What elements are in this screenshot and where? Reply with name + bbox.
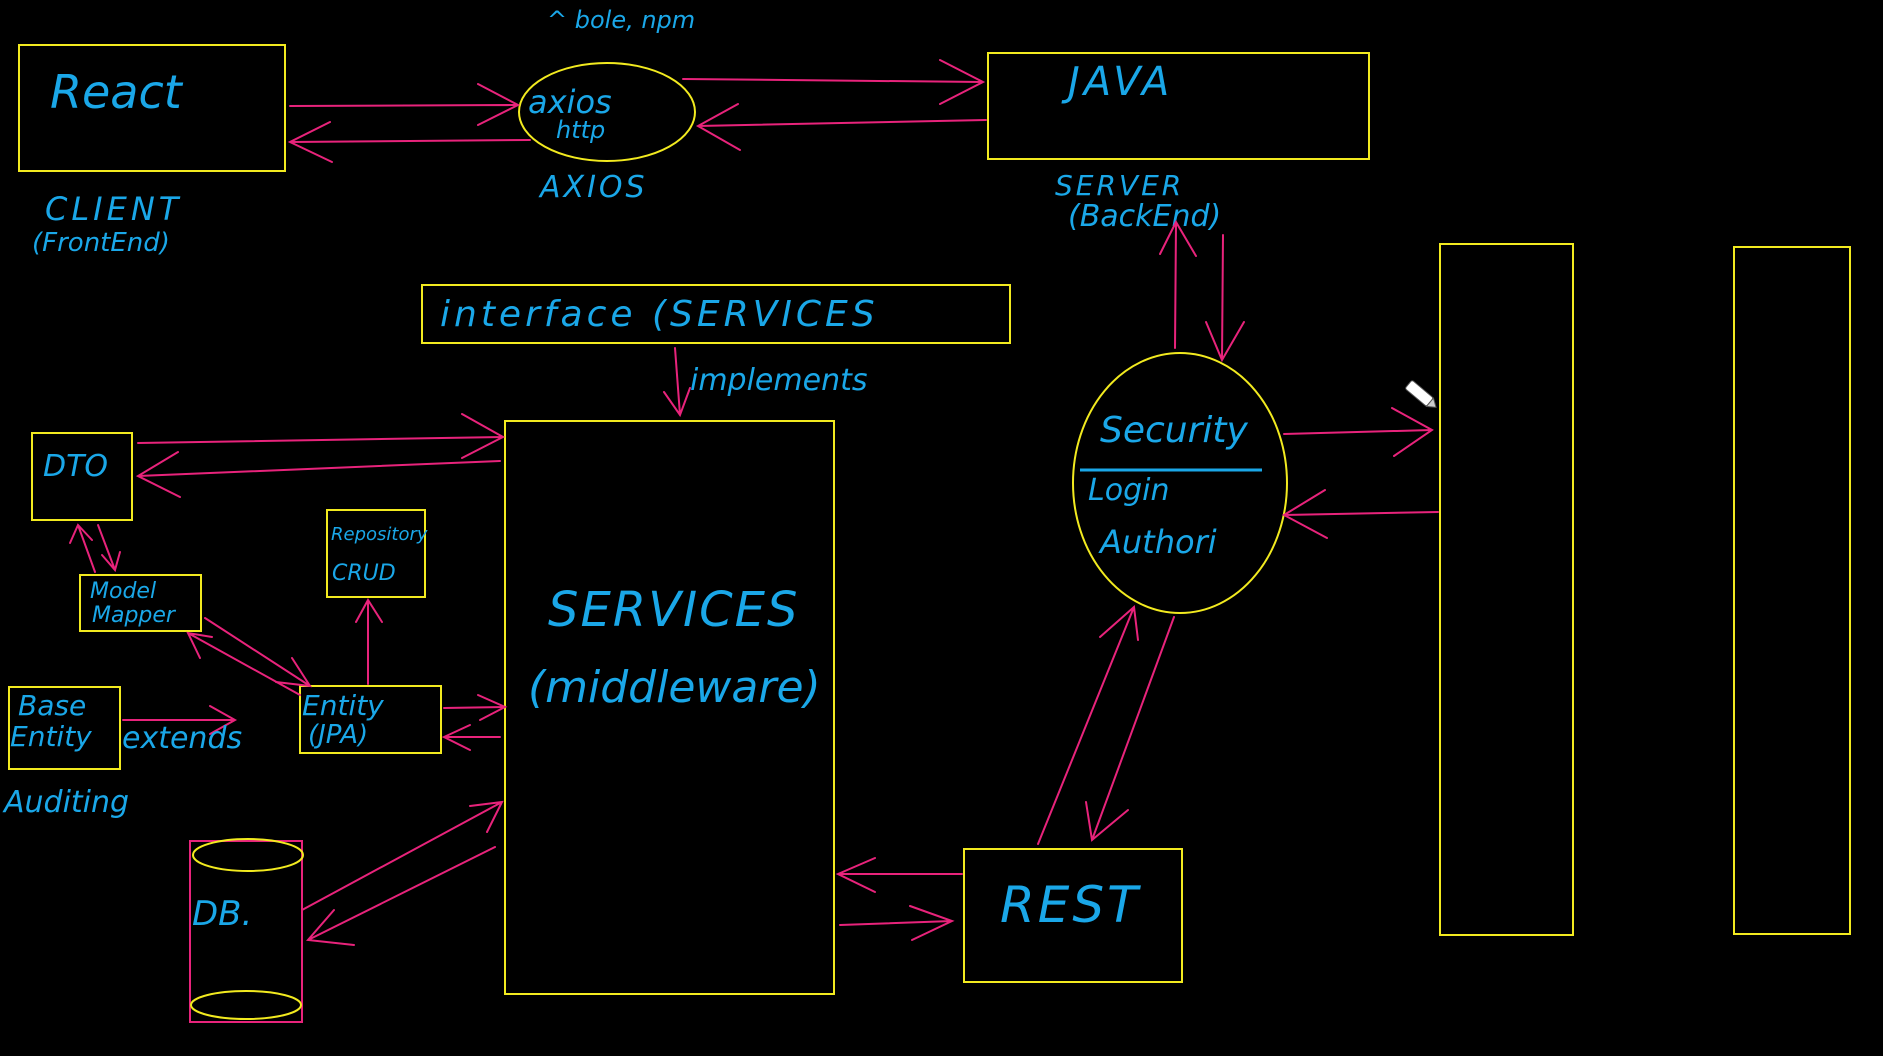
repository-box xyxy=(326,509,426,598)
arrow-react-to-axios xyxy=(289,83,521,126)
dto-label: DTO xyxy=(43,449,108,484)
base-entity-box xyxy=(8,686,121,770)
arrow-axios-to-react xyxy=(287,121,531,163)
auditing-label: Auditing xyxy=(2,785,129,820)
right-column-box-2 xyxy=(1733,246,1851,935)
arrow-java-to-axios xyxy=(695,103,987,151)
db-box xyxy=(189,840,303,1023)
arrow-entity-to-services xyxy=(443,694,508,721)
arrow-axios-to-java xyxy=(682,59,986,105)
arrow-security-to-rest xyxy=(1085,616,1175,842)
db-label: DB. xyxy=(192,894,252,934)
pencil-icon xyxy=(1405,380,1437,408)
base-entity-label-2: Entity xyxy=(10,720,92,753)
dto-box xyxy=(31,432,133,521)
model-mapper-label-1: Model xyxy=(90,579,156,604)
arrow-mapper-to-entity xyxy=(204,617,312,688)
arrow-base-to-entity xyxy=(122,705,238,735)
security-ellipse xyxy=(1072,352,1288,614)
base-entity-label-1: Base xyxy=(18,689,86,722)
implements-label: implements xyxy=(690,363,867,398)
react-box xyxy=(18,44,286,172)
model-mapper-box xyxy=(79,574,202,632)
arrow-server-to-security xyxy=(1205,234,1245,363)
arrow-services-to-rest xyxy=(839,905,955,941)
extends-label: extends xyxy=(122,721,242,756)
login-label: Login xyxy=(1088,473,1169,508)
java-label: JAVA xyxy=(1061,59,1173,105)
rest-box xyxy=(963,848,1183,983)
client-label: CLIENT xyxy=(45,190,182,228)
entity-box xyxy=(299,685,442,754)
arrow-db-to-services xyxy=(301,800,504,911)
arrow-column-to-security xyxy=(1281,489,1439,539)
entity-label-2: (JPA) xyxy=(308,720,368,750)
server-sub-label: (BackEnd) xyxy=(1068,199,1221,234)
arrow-rest-to-services xyxy=(835,857,963,893)
rest-label: REST xyxy=(1000,876,1141,934)
client-sub-label: (FrontEnd) xyxy=(32,228,170,258)
arrow-services-to-entity xyxy=(441,724,501,751)
services-label: SERVICES xyxy=(548,582,799,638)
react-label: React xyxy=(50,65,184,119)
db-bottom-ellipse xyxy=(190,990,302,1020)
arrow-security-to-server xyxy=(1159,219,1197,349)
arrow-dto-to-services xyxy=(137,413,506,459)
right-column-box-1 xyxy=(1439,243,1574,936)
server-label: SERVER xyxy=(1055,169,1184,202)
interface-box xyxy=(421,284,1011,344)
arrow-dto-to-mapper xyxy=(97,524,121,573)
axios-below-label: AXIOS xyxy=(538,170,648,205)
entity-label-1: Entity xyxy=(302,689,384,722)
repository-label-2: CRUD xyxy=(332,561,396,586)
java-box xyxy=(987,52,1370,160)
repository-label-1: Repository xyxy=(331,524,428,545)
arrow-rest-to-security xyxy=(1037,604,1139,845)
axios-http-label: http xyxy=(556,116,605,144)
axios-note-label: ^ bole, npm xyxy=(547,6,695,34)
arrow-mapper-to-dto xyxy=(69,523,96,573)
middleware-label: (middleware) xyxy=(528,662,821,713)
arrow-services-to-db xyxy=(305,846,496,946)
db-top-ellipse xyxy=(192,838,304,872)
axios-ellipse xyxy=(518,62,696,162)
authori-label: Authori xyxy=(1098,523,1217,561)
security-label: Security xyxy=(1100,410,1249,451)
interface-label: interface (SERVICES xyxy=(440,294,879,335)
arrow-services-to-dto xyxy=(135,451,501,498)
axios-inner-label: axios xyxy=(528,83,612,121)
arrow-interface-to-services xyxy=(663,347,691,418)
arrow-entity-to-mapper xyxy=(186,631,301,696)
arrow-security-to-column xyxy=(1283,407,1434,457)
model-mapper-label-2: Mapper xyxy=(92,603,177,628)
arrow-entity-to-repository xyxy=(355,598,383,685)
